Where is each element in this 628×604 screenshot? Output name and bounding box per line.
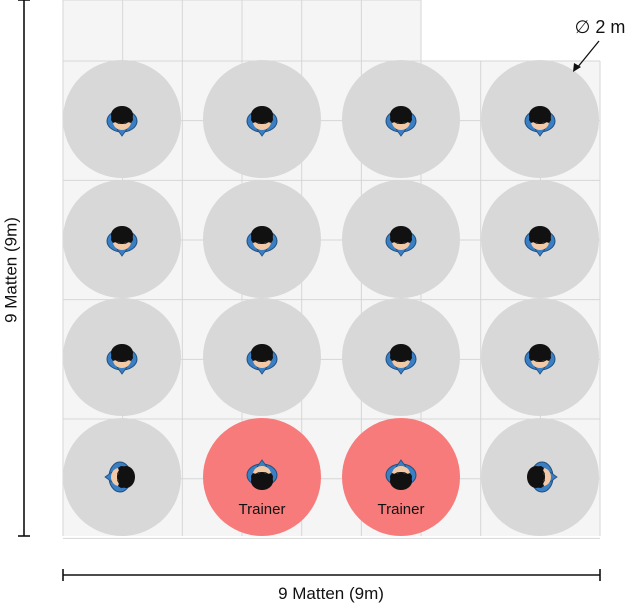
person-icon	[246, 226, 278, 257]
person-icon	[106, 226, 138, 257]
person-icon	[106, 344, 138, 375]
person-icon	[104, 461, 135, 493]
person-icon	[385, 226, 417, 257]
person-icon	[524, 344, 556, 375]
person-icon	[385, 459, 417, 490]
person-icon	[524, 106, 556, 137]
width-dimension: 9 Matten (9m)	[62, 569, 601, 603]
height-dimension: 9 Matten (9m)	[1, 0, 30, 537]
width-label: 9 Matten (9m)	[278, 584, 384, 603]
diameter-arrowhead	[573, 63, 581, 72]
person-icon	[246, 106, 278, 137]
height-label: 9 Matten (9m)	[1, 217, 20, 323]
person-icon	[385, 106, 417, 137]
trainer-label: Trainer	[239, 501, 286, 518]
diameter-arrow	[576, 40, 600, 69]
person-icon	[106, 106, 138, 137]
diameter-label: ∅ 2 m	[575, 17, 626, 37]
person-icon	[385, 344, 417, 375]
people: Trainer Trainer	[104, 106, 558, 518]
person-icon	[246, 344, 278, 375]
trainer-label: Trainer	[378, 501, 425, 518]
person-icon	[524, 226, 556, 257]
diameter-annotation: ∅ 2 m	[573, 17, 625, 72]
person-icon	[527, 461, 558, 493]
person-icon	[246, 459, 278, 490]
